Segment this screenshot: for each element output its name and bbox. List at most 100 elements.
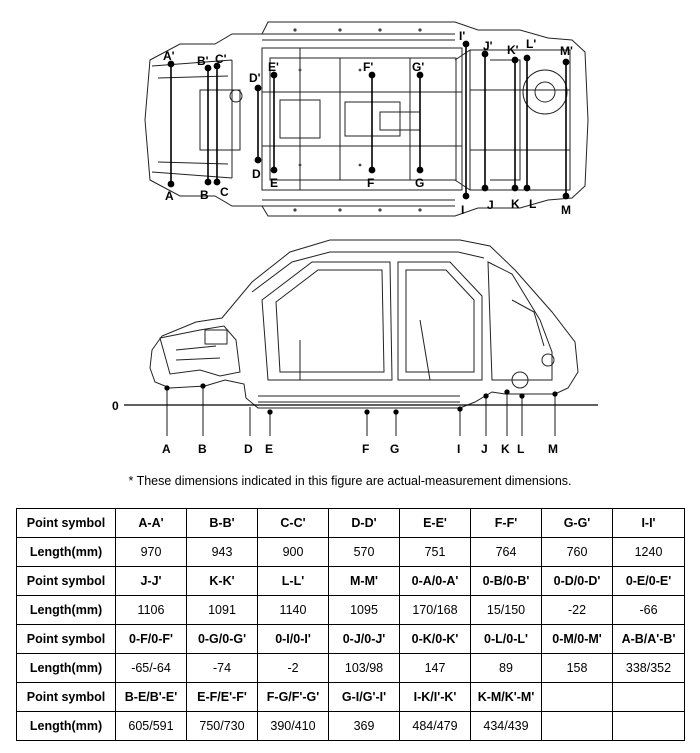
label-j: J <box>487 198 494 212</box>
point-symbol-cell <box>612 682 685 712</box>
length-cell: 900 <box>257 537 329 567</box>
length-cell: 750/730 <box>186 711 258 741</box>
side-label-a: A <box>162 442 171 456</box>
point-symbol-cell: 0-F/0-F' <box>115 624 187 654</box>
point-symbol-cell: 0-K/0-K' <box>399 624 471 654</box>
point-symbol-cell: C-C' <box>257 508 329 538</box>
length-cell: 338/352 <box>612 653 685 683</box>
label-l: L <box>529 197 536 211</box>
length-cell: 1095 <box>328 595 400 625</box>
point-symbol-cell: 0-E/0-E' <box>612 566 685 596</box>
length-cell: 605/591 <box>115 711 187 741</box>
side-label-g: G <box>390 442 399 456</box>
underbody-top-view <box>144 21 589 217</box>
length-cell <box>541 711 613 741</box>
point-symbol-cell: F-G/F'-G' <box>257 682 329 712</box>
row-header-cell: Point symbol <box>16 508 116 538</box>
body-dimension-diagram: A' B' C' D' E' F' G' I' J' K' L' M' A B … <box>112 21 598 456</box>
length-cell: -2 <box>257 653 329 683</box>
point-symbol-cell: A-A' <box>115 508 187 538</box>
point-symbol-cell: E-E' <box>399 508 471 538</box>
side-label-e: E <box>265 442 273 456</box>
length-cell: 751 <box>399 537 471 567</box>
length-cell: 484/479 <box>399 711 471 741</box>
label-e-prime: E' <box>268 60 279 74</box>
side-label-j: J <box>481 442 488 456</box>
label-d: D <box>252 167 261 181</box>
label-e: E <box>270 176 278 190</box>
point-symbol-cell: D-D' <box>328 508 400 538</box>
point-symbol-cell: 0-I/0-I' <box>257 624 329 654</box>
side-label-b: B <box>198 442 207 456</box>
label-a: A <box>165 189 174 203</box>
side-label-m: M <box>548 442 558 456</box>
length-cell: -22 <box>541 595 613 625</box>
length-cell: 570 <box>328 537 400 567</box>
point-symbol-cell: 0-J/0-J' <box>328 624 400 654</box>
length-cell: 1140 <box>257 595 329 625</box>
side-label-l: L <box>517 442 524 456</box>
side-view-body <box>149 239 579 409</box>
point-symbol-cell: K-M/K'-M' <box>470 682 542 712</box>
length-cell: 147 <box>399 653 471 683</box>
point-symbol-cell: G-G' <box>541 508 613 538</box>
length-cell: 764 <box>470 537 542 567</box>
point-symbol-cell: 0-M/0-M' <box>541 624 613 654</box>
length-cell: 1106 <box>115 595 187 625</box>
length-cell: 89 <box>470 653 542 683</box>
length-cell: 943 <box>186 537 258 567</box>
row-header-cell: Length(mm) <box>16 537 116 567</box>
point-symbol-cell: I-K/I'-K' <box>399 682 471 712</box>
point-symbol-cell: B-E/B'-E' <box>115 682 187 712</box>
underbody-measure-lines <box>167 40 570 200</box>
row-header-cell: Point symbol <box>16 624 116 654</box>
label-d-prime: D' <box>249 71 261 85</box>
label-b: B <box>200 188 209 202</box>
row-header-cell: Length(mm) <box>16 711 116 741</box>
length-cell: 434/439 <box>470 711 542 741</box>
row-header-cell: Length(mm) <box>16 595 116 625</box>
length-cell: 158 <box>541 653 613 683</box>
point-symbol-cell: B-B' <box>186 508 258 538</box>
side-label-k: K <box>501 442 510 456</box>
label-c-prime: C' <box>215 52 227 66</box>
label-a-prime: A' <box>163 49 175 63</box>
label-c: C <box>220 185 229 199</box>
length-cell: 1240 <box>612 537 685 567</box>
side-measure-lines <box>164 383 558 436</box>
point-symbol-cell: 0-G/0-G' <box>186 624 258 654</box>
label-f: F <box>367 176 374 190</box>
length-cell: 369 <box>328 711 400 741</box>
point-symbol-cell: 0-A/0-A' <box>399 566 471 596</box>
label-m-prime: M' <box>560 44 573 58</box>
length-cell: -66 <box>612 595 685 625</box>
point-symbol-cell: I-I' <box>612 508 685 538</box>
side-label-f: F <box>362 442 369 456</box>
length-cell: 970 <box>115 537 187 567</box>
length-cell: 1091 <box>186 595 258 625</box>
side-label-i: I <box>457 442 460 456</box>
label-k: K <box>511 197 520 211</box>
point-symbol-cell: 0-B/0-B' <box>470 566 542 596</box>
row-header-cell: Point symbol <box>16 682 116 712</box>
point-symbol-cell: A-B/A'-B' <box>612 624 685 654</box>
label-g: G <box>415 176 424 190</box>
label-b-prime: B' <box>197 54 209 68</box>
label-i-prime: I' <box>459 29 465 43</box>
length-cell: -74 <box>186 653 258 683</box>
point-symbol-cell: 0-D/0-D' <box>541 566 613 596</box>
label-f-prime: F' <box>363 60 373 74</box>
point-symbol-cell: J-J' <box>115 566 187 596</box>
point-symbol-cell: K-K' <box>186 566 258 596</box>
label-i: I <box>461 203 464 217</box>
length-cell: 103/98 <box>328 653 400 683</box>
point-symbol-cell: M-M' <box>328 566 400 596</box>
label-l-prime: L' <box>526 37 536 51</box>
point-symbol-cell: 0-L/0-L' <box>470 624 542 654</box>
